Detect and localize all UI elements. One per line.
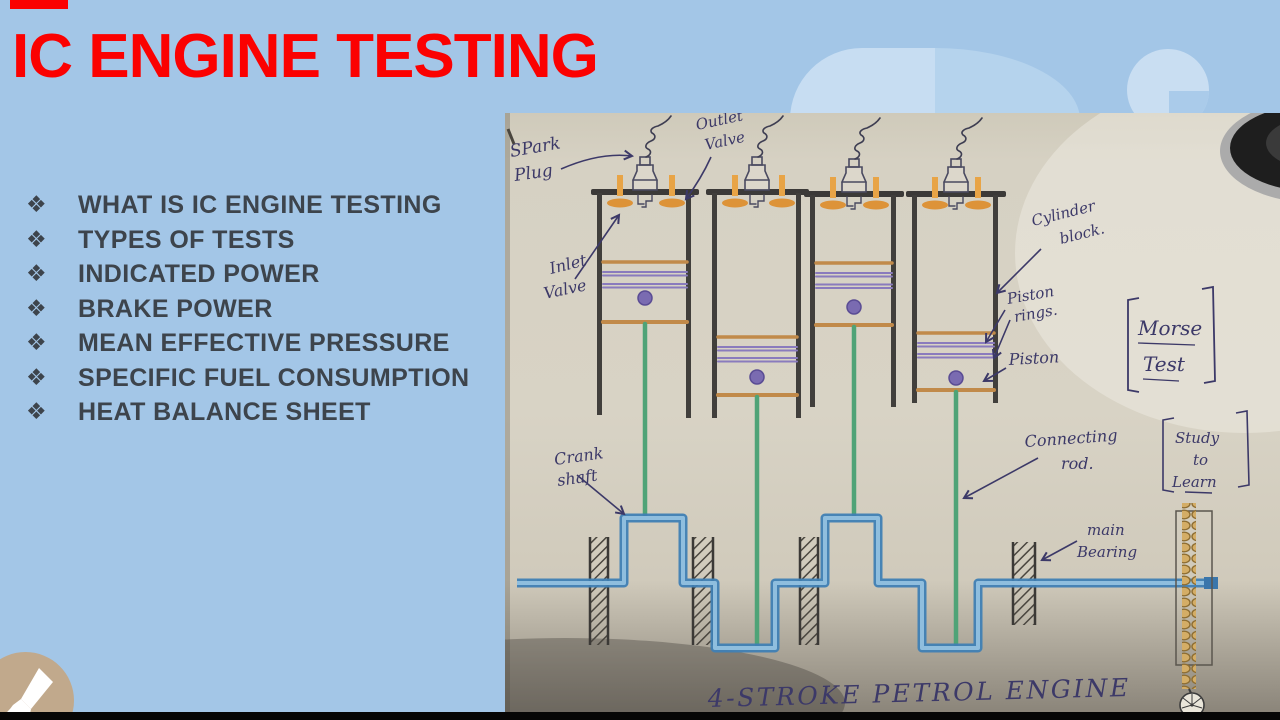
diamond-bullet-icon: ❖: [26, 226, 48, 253]
red-accent-mark: [10, 0, 68, 9]
piston-rings-arrow-1: [984, 309, 1006, 344]
list-item-label: SPECIFIC FUEL CONSUMPTION: [78, 363, 470, 392]
diamond-bullet-icon: ❖: [26, 261, 48, 287]
study-to-learn-note: Study to Learn: [1162, 410, 1250, 494]
cylinder-block-arrow: [995, 248, 1042, 295]
inlet-valve-arrow: [574, 213, 621, 280]
piston: [601, 260, 689, 324]
list-item-label: WHAT IS IC ENGINE TESTING: [78, 191, 442, 219]
main-bearing-arrow: [1040, 540, 1078, 562]
morse-test-label: Morse: [1137, 316, 1202, 340]
list-item: ❖ SPECIFIC FUEL CONSUMPTION: [0, 361, 505, 396]
crank-shaft-arrow: [576, 474, 626, 516]
spark-plug-arrow: [560, 149, 635, 170]
main-bearings: [588, 537, 1037, 645]
spark-plug: [632, 115, 672, 208]
list-item-label: MEAN EFFECTIVE PRESSURE: [78, 329, 450, 357]
crankshaft: [517, 513, 1218, 653]
list-item-label: TYPES OF TESTS: [78, 225, 295, 254]
list-item-label: INDICATED POWER: [78, 260, 320, 288]
left-bracket: [1127, 297, 1140, 393]
list-item-label: HEAT BALANCE SHEET: [78, 398, 371, 426]
diamond-bullet-icon: ❖: [26, 295, 48, 322]
rope-brake-dynamometer: [1175, 503, 1213, 712]
diamond-bullet-icon: ❖: [26, 399, 48, 425]
cylinder-1: [591, 115, 699, 521]
channel-logo-badge: [0, 652, 74, 720]
morse-test-note: Morse Test: [1127, 285, 1216, 393]
piston: [716, 335, 799, 397]
spark-plug: [841, 117, 881, 210]
cylinder-3: [804, 117, 904, 521]
cylinder-2: [706, 115, 809, 651]
decorative-quadrant: [790, 48, 935, 120]
topic-list: ❖ WHAT IS IC ENGINE TESTING ❖ TYPES OF TES…: [0, 188, 505, 430]
list-item: ❖ BRAKE POWER: [0, 292, 505, 327]
morse-test-label: Test: [1143, 352, 1186, 376]
main-bearing-label: main: [1087, 521, 1125, 539]
paintbrush-icon: [0, 668, 53, 720]
right-bracket: [1235, 410, 1250, 488]
study-to-learn-label: Learn: [1171, 473, 1217, 491]
connecting-rod-label: rod.: [1061, 454, 1094, 473]
list-item-label: BRAKE POWER: [78, 294, 273, 323]
valves: [922, 177, 991, 210]
annotation-arrows: [560, 149, 1078, 562]
page-title: IC ENGINE TESTING: [12, 22, 599, 91]
list-item: ❖ WHAT IS IC ENGINE TESTING: [0, 188, 505, 223]
piston-arrow: [982, 367, 1007, 383]
spark-plug: [943, 117, 983, 210]
engine-diagram-photo: SPark Plug Outlet Valve Inlet Valve Cyli…: [505, 113, 1280, 712]
photo-edge: [505, 113, 510, 712]
list-item: ❖ INDICATED POWER: [0, 257, 505, 292]
piston-label: Piston: [1007, 347, 1059, 369]
left-bracket: [1162, 417, 1175, 493]
spark-plug: [744, 115, 784, 208]
diamond-bullet-icon: ❖: [26, 364, 48, 391]
list-item: ❖ TYPES OF TESTS: [0, 223, 505, 258]
rope-belt: [1182, 503, 1196, 689]
paper-mark: [506, 128, 516, 145]
list-item: ❖ HEAT BALANCE SHEET: [0, 395, 505, 430]
cylinder-4: [906, 117, 1006, 651]
main-bearing-label: Bearing: [1076, 543, 1137, 561]
engine-diagram-svg: SPark Plug Outlet Valve Inlet Valve Cyli…: [505, 113, 1280, 712]
diamond-bullet-icon: ❖: [26, 192, 48, 218]
connecting-rod-arrow: [962, 457, 1039, 500]
study-to-learn-label: Study: [1175, 429, 1220, 447]
diamond-bullet-icon: ❖: [26, 330, 48, 356]
right-bracket: [1201, 285, 1216, 384]
letterbox-bar: [0, 712, 1280, 720]
paper-shadow: [505, 638, 845, 712]
valves: [722, 175, 795, 208]
list-item: ❖ MEAN EFFECTIVE PRESSURE: [0, 326, 505, 361]
valves: [820, 177, 889, 210]
metal-bowl: [1220, 113, 1280, 200]
valves: [607, 175, 685, 208]
spring-balance-gauge: [1179, 692, 1205, 712]
outlet-valve-arrow: [684, 156, 712, 201]
piston-rings-arrow-2: [991, 319, 1011, 360]
study-to-learn-label: to: [1193, 451, 1208, 469]
